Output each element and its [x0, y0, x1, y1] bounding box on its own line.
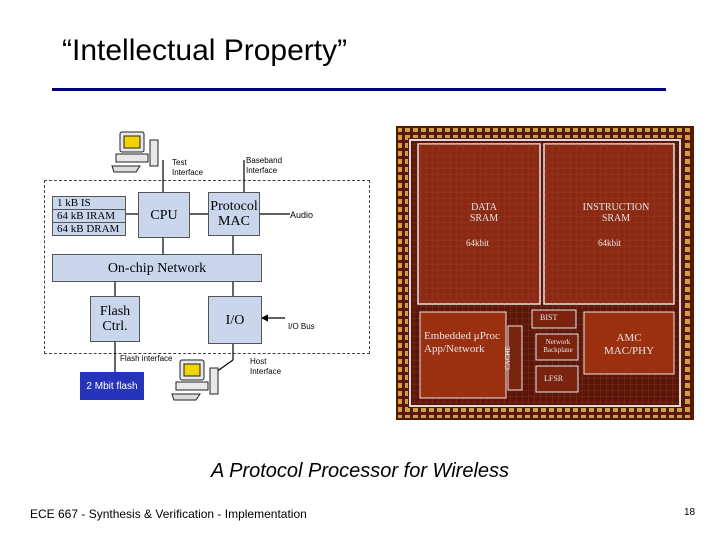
flash-ctrl-block: Flash Ctrl. — [90, 296, 140, 342]
instruction-sram-size: 64kbit — [598, 238, 622, 248]
cache-label: CACHE — [503, 346, 512, 370]
chip-boundary — [44, 180, 370, 354]
io-block: I/O — [208, 296, 262, 344]
instruction-sram-label: INSTRUCTION SRAM — [576, 202, 656, 224]
instruction-sram-title: INSTRUCTION SRAM — [582, 202, 650, 224]
on-chip-network-block: On-chip Network — [52, 254, 262, 282]
memory-dram: 64 kB DRAM — [52, 222, 126, 236]
data-sram-title: DATA SRAM — [469, 202, 499, 224]
audio-label: Audio — [290, 210, 314, 220]
memory-is: 1 kB IS — [52, 196, 126, 210]
bist-label: BIST — [540, 313, 558, 322]
lfsr-label: LFSR — [544, 374, 564, 383]
flash-interface-label: Flash interface — [120, 354, 173, 363]
chip-die-photo: DATA SRAM 64kbit INSTRUCTION SRAM 64kbit… — [396, 126, 694, 420]
test-computer-icon — [111, 131, 159, 173]
test-interface-label: Test Interface — [172, 158, 204, 177]
host-computer-icon — [171, 359, 219, 401]
host-interface-label: Host Interface — [250, 357, 282, 376]
slide-title: “Intellectual Property” — [62, 34, 348, 67]
title-underline — [52, 88, 666, 91]
embedded-proc-label: Embedded μProc App/Network — [424, 330, 500, 355]
protocol-mac-block: Protocol MAC — [208, 192, 260, 236]
cpu-block: CPU — [138, 192, 190, 238]
memory-iram: 64 kB IRAM — [52, 209, 126, 223]
io-bus-label: I/O Bus — [288, 322, 315, 331]
page-number: 18 — [684, 507, 696, 518]
data-sram-size: 64kbit — [466, 238, 490, 248]
slide-caption: A Protocol Processor for Wireless — [210, 460, 510, 482]
flash-memory-block: 2 Mbit flash — [80, 372, 144, 400]
baseband-interface-label: Baseband Interface — [246, 156, 283, 175]
slide-footer: ECE 667 - Synthesis & Verification - Imp… — [30, 507, 307, 521]
data-sram-label: DATA SRAM — [466, 202, 502, 224]
network-backplane-label: Network Backplane — [543, 338, 573, 354]
amc-mac-phy-label: AMC MAC/PHY — [603, 332, 655, 357]
chip-layout-graphic — [396, 126, 694, 420]
